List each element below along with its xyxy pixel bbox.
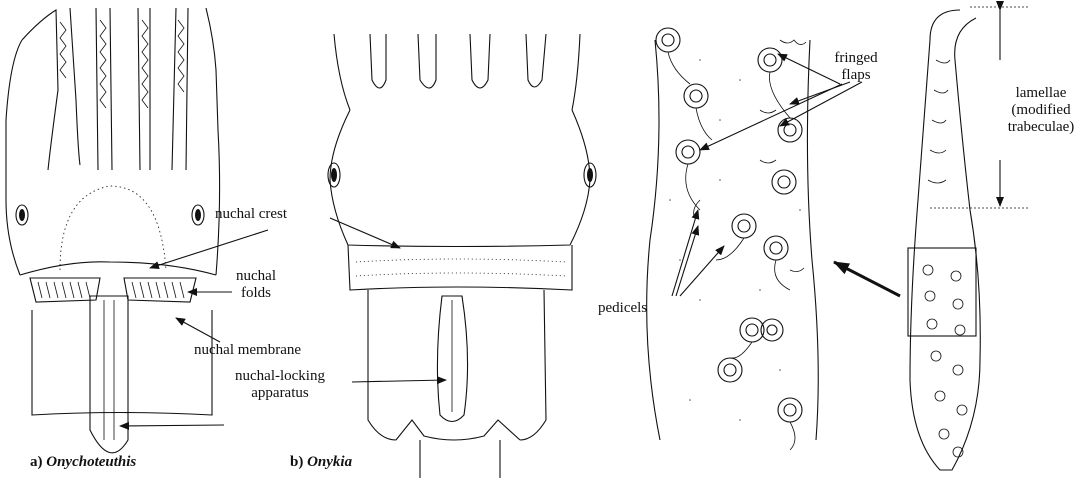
label-nuchal-membrane: nuchal membrane xyxy=(194,342,301,359)
caption-a: a) Onychoteuthis xyxy=(30,454,136,471)
label-nuchal-folds-line1: nuchal xyxy=(226,268,286,285)
label-nuchal-locking-apparatus: nuchal-locking apparatus xyxy=(218,368,342,402)
label-fringed-flaps-line2: flaps xyxy=(824,67,888,84)
label-fringed-flaps: fringed flaps xyxy=(824,50,888,84)
caption-b-letter: b) xyxy=(290,454,303,470)
label-lamellae-line1: lamellae xyxy=(1004,85,1078,102)
whole-tentacle-drawing xyxy=(908,7,1030,470)
label-lamellae-line3: trabeculae) xyxy=(1004,119,1078,136)
caption-b-name: Onykia xyxy=(307,454,352,470)
label-lamellae-line2: (modified xyxy=(1004,102,1078,119)
label-nuchal-crest: nuchal crest xyxy=(215,206,287,223)
caption-a-letter: a) xyxy=(30,454,43,470)
onychoteuthis-drawing xyxy=(6,8,220,453)
label-nuchal-folds-line2: folds xyxy=(226,285,286,302)
label-fringed-flaps-line1: fringed xyxy=(824,50,888,67)
caption-a-name: Onychoteuthis xyxy=(46,454,136,470)
onykia-drawing xyxy=(328,34,596,478)
caption-b: b) Onykia xyxy=(290,454,352,471)
label-nuchal-locking-line1: nuchal-locking xyxy=(218,368,342,385)
label-pedicels: pedicels xyxy=(598,300,647,317)
tentacular-club-detail xyxy=(647,28,819,450)
label-lamellae: lamellae (modified trabeculae) xyxy=(1004,85,1078,136)
label-nuchal-locking-line2: apparatus xyxy=(218,385,342,402)
label-nuchal-folds: nuchal folds xyxy=(226,268,286,302)
